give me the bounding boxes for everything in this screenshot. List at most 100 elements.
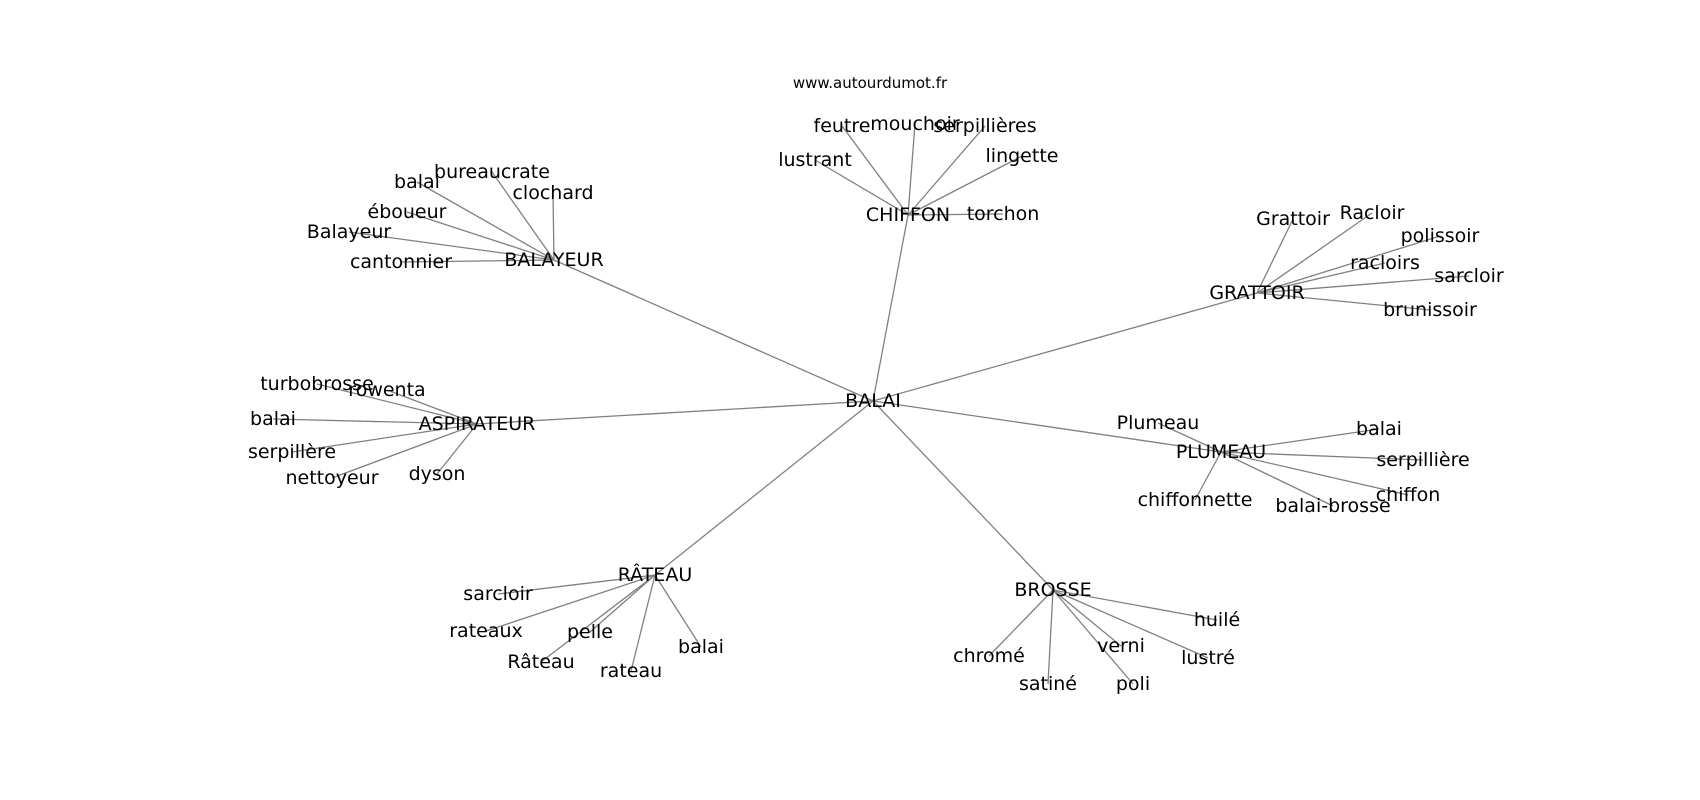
hub-leaf-edge: [1256, 235, 1441, 294]
root-node-label: BALAI: [845, 390, 901, 412]
leaf-node-label: serpillère: [248, 441, 336, 463]
hub-leaf-edge: [907, 213, 1004, 216]
hub-node-label: PLUMEAU: [1176, 441, 1266, 463]
leaf-node-label: balai: [250, 408, 296, 430]
hub-leaf-edge: [416, 181, 555, 261]
leaf-node-label: Plumeau: [1117, 412, 1200, 434]
hub-leaf-edge: [589, 574, 656, 633]
hub-leaf-edge: [540, 574, 656, 663]
hub-leaf-edge: [1052, 589, 1122, 647]
leaf-node-label: dyson: [409, 463, 466, 485]
leaf-node-label: Grattoir: [1256, 208, 1330, 230]
hub-leaf-edge: [1256, 212, 1373, 294]
hub-leaf-edge: [406, 211, 555, 261]
hub-leaf-edge: [1194, 451, 1222, 501]
hub-node-label: BALAYEUR: [504, 249, 603, 271]
leaf-node-label: serpillière: [1376, 449, 1469, 471]
leaf-node-label: Balayeur: [307, 221, 392, 243]
hub-leaf-edge: [1256, 262, 1386, 294]
leaf-node-label: polissoir: [1401, 225, 1480, 247]
hub-leaf-edge: [907, 125, 986, 216]
leaf-node-label: serpillières: [933, 115, 1036, 137]
hub-leaf-edge: [331, 423, 478, 479]
leaf-node-label: balai: [678, 636, 724, 658]
root-hub-edge: [872, 400, 1222, 453]
leaf-node-label: sarcloir: [1434, 265, 1504, 287]
root-hub-edge: [872, 214, 909, 402]
leaf-node-label: chiffon: [1376, 484, 1441, 506]
hub-leaf-edge: [400, 259, 555, 263]
leaf-node-label: nettoyeur: [285, 467, 378, 489]
leaf-node-label: rateau: [600, 660, 662, 682]
hub-node-label: CHIFFON: [866, 204, 950, 226]
hub-leaf-edge: [386, 389, 478, 425]
hub-leaf-edge: [1256, 275, 1470, 294]
hub-node-label: RÂTEAU: [618, 563, 692, 586]
hub-leaf-edge: [1220, 451, 1334, 507]
leaf-node-label: brunissoir: [1383, 299, 1477, 321]
hub-leaf-edge: [316, 383, 478, 425]
leaf-node-label: cantonnier: [350, 251, 452, 273]
hub-leaf-edge: [485, 574, 656, 632]
leaf-node-label: rateaux: [449, 620, 523, 642]
leaf-node-label: balai: [394, 171, 440, 193]
graph-edges: [272, 123, 1470, 685]
hub-leaf-edge: [907, 123, 916, 216]
leaf-node-label: lustrant: [778, 149, 852, 171]
hub-leaf-edge: [1052, 589, 1134, 685]
leaf-node-label: huilé: [1194, 609, 1240, 631]
leaf-node-label: verni: [1097, 635, 1145, 657]
root-hub-edge: [553, 259, 874, 402]
hub-leaf-edge: [654, 574, 702, 648]
leaf-node-label: lustré: [1181, 647, 1235, 669]
hub-node-label: GRATTOIR: [1209, 282, 1304, 304]
leaf-node-label: lingette: [986, 145, 1059, 167]
leaf-node-label: pelle: [567, 621, 613, 643]
hub-leaf-edge: [552, 192, 555, 261]
hub-node-label: BROSSE: [1014, 579, 1091, 601]
hub-leaf-edge: [1157, 422, 1222, 453]
hub-leaf-edge: [348, 231, 555, 261]
leaf-node-label: rowenta: [348, 379, 425, 401]
hub-leaf-edge: [1220, 428, 1380, 453]
leaf-node-label: clochard: [512, 182, 593, 204]
leaf-node-label: mouchoir: [870, 113, 960, 135]
leaf-node-label: poli: [1116, 673, 1150, 695]
root-hub-edge: [476, 400, 874, 425]
hub-leaf-edge: [841, 125, 909, 216]
leaf-node-label: torchon: [967, 203, 1040, 225]
hub-leaf-edge: [272, 418, 478, 425]
hub-node-label: ASPIRATEUR: [419, 413, 536, 435]
hub-leaf-edge: [1220, 451, 1424, 461]
leaf-node-label: bureaucrate: [434, 161, 550, 183]
leaf-node-label: racloirs: [1350, 252, 1420, 274]
hub-leaf-edge: [291, 423, 478, 453]
hub-leaf-edge: [1256, 292, 1431, 311]
root-hub-edge: [872, 400, 1054, 591]
root-hub-edge: [654, 400, 874, 576]
hub-leaf-edge: [1052, 589, 1209, 659]
leaf-node-label: balai-brosse: [1275, 495, 1390, 517]
hub-leaf-edge: [814, 159, 909, 216]
hub-leaf-edge: [1052, 589, 1218, 621]
leaf-node-label: satiné: [1019, 673, 1077, 695]
leaf-node-label: feutre: [814, 115, 871, 137]
root-hub-edge: [872, 292, 1258, 402]
hub-leaf-edge: [907, 155, 1023, 216]
leaf-node-label: sarcloir: [463, 583, 533, 605]
leaf-node-label: chromé: [953, 645, 1025, 667]
leaf-node-label: chiffonnette: [1138, 489, 1253, 511]
hub-leaf-edge: [1047, 589, 1054, 685]
leaf-node-label: Râteau: [507, 651, 574, 673]
hub-leaf-edge: [1256, 218, 1294, 294]
leaf-node-label: éboueur: [368, 201, 447, 223]
hub-leaf-edge: [630, 574, 656, 672]
leaf-node-label: balai: [1356, 418, 1402, 440]
hub-leaf-edge: [491, 171, 555, 261]
leaf-node-label: turbobrosse: [260, 373, 374, 395]
hub-leaf-edge: [1220, 451, 1409, 496]
hub-leaf-edge: [436, 423, 478, 475]
hub-leaf-edge: [497, 574, 656, 595]
